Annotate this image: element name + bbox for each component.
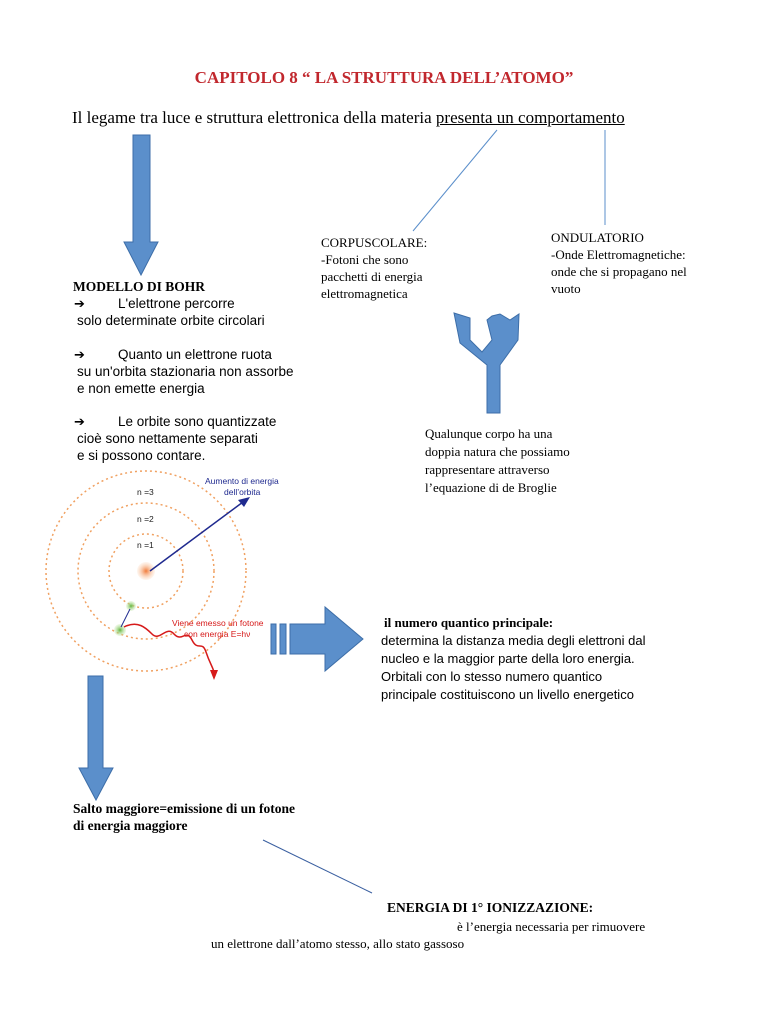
photon-label-line1: Viene emesso un fotone [172,618,264,628]
orbit-n2 [77,502,215,640]
bohr-point-text: Le orbite sono quantizzate [118,414,277,429]
corpuscolare-line: elettromagnetica [321,286,408,301]
intro-underlined-text: presenta un comportamento [435,108,625,127]
intro-sentence: Il legame tra luce e struttura elettroni… [72,108,625,128]
bohr-point-text: su un'orbita stazionaria non assorbe [77,364,294,379]
orbit-label-n1: n =1 [137,540,154,550]
quantum-block: determina la distanza media degli elettr… [381,632,646,704]
debroglie-line: doppia natura che possiamo [425,444,570,459]
bohr-point-1: ➔ L'elettrone percorre solo determinate o… [74,295,265,329]
arrow-bullet-icon: ➔ [74,296,85,311]
ionizzazione-line2: un elettrone dall’atomo stesso, allo sta… [211,936,465,951]
ondulatorio-line: vuoto [551,281,581,296]
photon-label-line2: con energia E=hν [184,629,250,639]
lower-down-arrow-icon [78,675,114,802]
debroglie-line: rappresentare attraverso [425,462,550,477]
energy-label-line2: dell’orbita [224,487,261,497]
intro-text: Il legame tra luce e struttura elettroni… [72,108,436,127]
debroglie-line: l’equazione di de Broglie [425,480,557,495]
quantum-heading: il numero quantico principale: [384,615,554,630]
nucleus-icon [137,562,155,580]
ondulatorio-line: -Onde Elettromagnetiche: [551,247,686,262]
merge-arrow-icon [453,312,520,414]
corpuscolare-line: pacchetti di energia [321,269,423,284]
salto-block: Salto maggiore=emissione di un fotone di… [73,800,295,834]
bohr-point-text: L'elettrone percorre [118,296,235,311]
debroglie-block: Qualunque corpo ha una doppia natura che… [425,425,570,497]
link-line-ionizzazione [262,839,373,894]
link-line-corpuscolare [412,129,498,232]
bohr-point-text: e non emette energia [77,381,205,396]
corpuscolare-heading: CORPUSCOLARE: [321,235,428,250]
corpuscolare-line: -Fotoni che sono [321,252,409,267]
ondulatorio-block: ONDULATORIO -Onde Elettromagnetiche: ond… [551,229,687,297]
orbit-n1 [108,533,184,609]
salto-line: Salto maggiore=emissione di un fotone [73,801,295,816]
bohr-heading: MODELLO DI BOHR [73,279,206,294]
energy-arrow-line [149,501,244,572]
energy-arrow-head-icon [238,497,250,507]
bohr-point-3: ➔ Le orbite sono quantizzate cioè sono ne… [74,413,276,464]
quantum-line: Orbitali con lo stesso numero quantico [381,669,603,684]
electron-outer-icon [114,624,126,636]
corpuscolare-block: CORPUSCOLARE: -Fotoni che sono pacchetti… [321,234,427,302]
arrow-bullet-icon: ➔ [74,414,85,429]
bohr-point-text: solo determinate orbite circolari [77,313,265,328]
photon-arrow-head-icon [210,670,218,680]
ondulatorio-line: onde che si propagano nel [551,264,687,279]
debroglie-line: Qualunque corpo ha una [425,426,553,441]
right-arrow-icon [289,605,364,673]
quantum-line: determina la distanza media degli elettr… [381,633,646,648]
orbit-label-n3: n =3 [137,487,154,497]
arrow-bar-1 [270,623,277,655]
down-arrow-icon [123,134,159,277]
electron-jump-line [120,608,131,628]
energy-label-line1: Aumento di energia [205,476,279,486]
orbit-label-n2: n =2 [137,514,154,524]
bohr-point-text: Quanto un elettrone ruota [118,347,272,362]
ionizzazione-heading: ENERGIA DI 1° IONIZZAZIONE: [387,900,594,915]
bohr-point-text: cioè sono nettamente separati [77,431,258,446]
page-title: CAPITOLO 8 “ LA STRUTTURA DELL’ATOMO” [194,68,574,87]
bohr-point-2: ➔ Quanto un elettrone ruota su un'orbita … [74,346,293,397]
bohr-point-text: e si possono contare. [77,448,206,463]
electron-inner-icon [126,601,136,611]
salto-line: di energia maggiore [73,818,188,833]
quantum-line: nucleo e la maggior parte della loro ene… [381,651,635,666]
arrow-bullet-icon: ➔ [74,347,85,362]
ionizzazione-line1: è l’energia necessaria per rimuovere [457,919,646,934]
orbit-n3 [45,470,247,672]
photon-wave-icon [123,623,215,673]
ondulatorio-heading: ONDULATORIO [551,230,644,245]
quantum-line: principale costituiscono un livello ener… [381,687,634,702]
arrow-bar-2 [279,623,287,655]
